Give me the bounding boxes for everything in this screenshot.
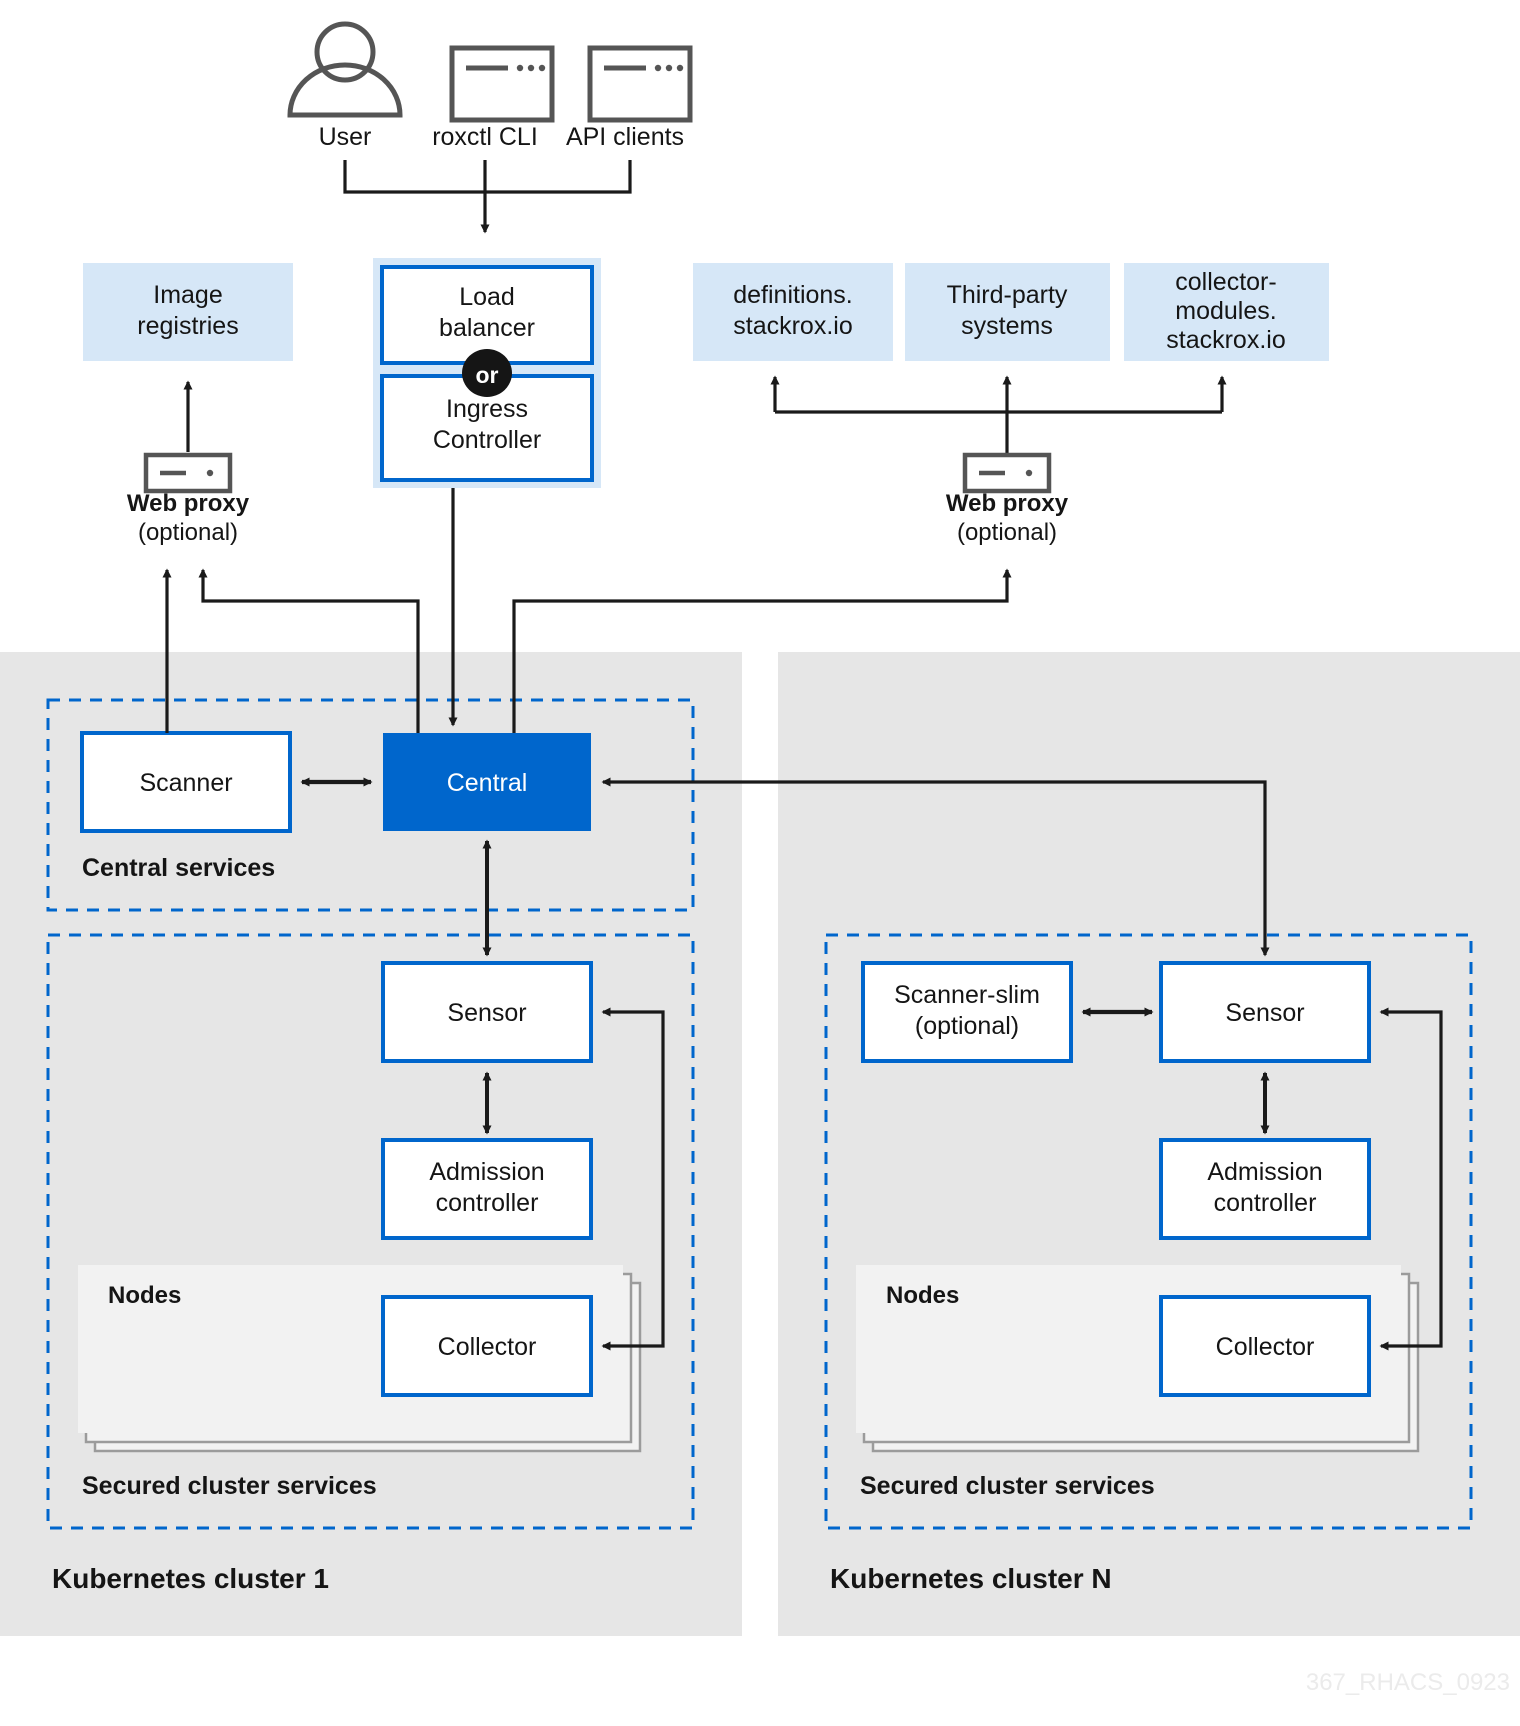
watermark-label: 367_RHACS_0923 — [1306, 1669, 1510, 1696]
external-box-image-registries[interactable] — [83, 263, 293, 361]
admission-controller-label-1-line2: controller — [436, 1189, 539, 1217]
sensor-label-2: Sensor — [1225, 999, 1304, 1027]
nodes-label-1: Nodes — [108, 1282, 181, 1309]
ingress-controller-label-line2: Controller — [433, 426, 541, 454]
web-proxy-right-label-line1: Web proxy — [946, 490, 1069, 517]
web-proxy-right-label-line2: (optional) — [957, 519, 1057, 546]
central-label: Central — [447, 769, 528, 797]
person-icon — [287, 21, 403, 118]
web-proxy-icon-left — [143, 452, 233, 494]
admission-controller-box-1[interactable] — [381, 1138, 593, 1240]
scanner-slim-label-2-line2: (optional) — [915, 1012, 1019, 1040]
secured-cluster-services-label-2: Secured cluster services — [860, 1472, 1155, 1500]
admission-controller-box-2[interactable] — [1159, 1138, 1371, 1240]
secured-cluster-services-label-1: Secured cluster services — [82, 1472, 377, 1500]
scanner-slim-box-2[interactable] — [861, 961, 1073, 1063]
external-label-image-registries-line1: Image — [153, 281, 222, 309]
central-to-right-web-proxy-line — [512, 568, 1012, 733]
collector-box-2[interactable] — [1159, 1295, 1371, 1397]
load-balancer-label-line1: Load — [459, 283, 515, 311]
external-label-collector-line1: collector- — [1175, 268, 1276, 296]
cluster-label-2: Kubernetes cluster N — [830, 1563, 1112, 1594]
or-badge-background — [462, 349, 512, 397]
sensor-box-2[interactable] — [1159, 961, 1371, 1063]
admission-controller-label-1-line1: Admission — [429, 1158, 544, 1186]
external-services-arrows — [770, 375, 1227, 460]
external-label-image-registries-line2: registries — [137, 312, 238, 340]
actor-connector-lines — [343, 160, 632, 234]
scanner-box[interactable] — [80, 731, 292, 833]
scanner-slim-label-2-line1: Scanner-slim — [894, 981, 1040, 1009]
collector-to-sensor-path-1 — [601, 1007, 665, 1351]
external-label-collector-line3: stackrox.io — [1166, 326, 1285, 354]
or-badge-label: or — [476, 362, 499, 388]
collector-label-2: Collector — [1216, 1333, 1315, 1361]
external-box-collector-modules-stackrox-io[interactable] — [1124, 263, 1329, 361]
cluster-label-1: Kubernetes cluster 1 — [52, 1563, 329, 1594]
terminal-window-icon-api — [587, 45, 693, 123]
web-proxy-icon-right — [962, 452, 1052, 494]
collector-to-sensor-path-2 — [1379, 1007, 1443, 1351]
external-label-definitions-line1: definitions. — [733, 281, 853, 309]
collector-box-1[interactable] — [381, 1295, 593, 1397]
central-services-group-border — [46, 698, 695, 912]
nodes-label-2: Nodes — [886, 1282, 959, 1309]
actor-label-roxctl: roxctl CLI — [432, 123, 538, 151]
terminal-window-icon-roxctl — [449, 45, 555, 123]
scanner-label: Scanner — [139, 769, 232, 797]
load-balancer-label-line2: balancer — [439, 314, 535, 342]
actor-label-api-clients: API clients — [566, 123, 684, 151]
admission-controller-label-2-line2: controller — [1214, 1189, 1317, 1217]
admission-controller-label-2-line1: Admission — [1207, 1158, 1322, 1186]
external-label-definitions-line2: stackrox.io — [733, 312, 852, 340]
collector-label-1: Collector — [438, 1333, 537, 1361]
secured-cluster-services-1-border — [46, 933, 695, 1530]
sensor-label-1: Sensor — [447, 999, 526, 1027]
external-label-collector-line2: modules. — [1175, 297, 1276, 325]
external-box-third-party-systems[interactable] — [905, 263, 1110, 361]
external-label-third-party-line2: systems — [961, 312, 1053, 340]
central-box[interactable] — [383, 733, 591, 831]
external-label-third-party-line1: Third-party — [947, 281, 1068, 309]
ingress-controller-label-line1: Ingress — [446, 395, 528, 423]
central-services-group-label: Central services — [82, 854, 275, 882]
web-proxy-left-label-line1: Web proxy — [127, 490, 250, 517]
sensor-box-1[interactable] — [381, 961, 593, 1063]
central-to-left-web-proxy-line — [198, 568, 420, 733]
central-to-cluster-n-line — [601, 777, 1270, 957]
web-proxy-left-label-line2: (optional) — [138, 519, 238, 546]
actor-label-user: User — [319, 123, 372, 151]
external-box-definitions-stackrox-io[interactable] — [693, 263, 893, 361]
